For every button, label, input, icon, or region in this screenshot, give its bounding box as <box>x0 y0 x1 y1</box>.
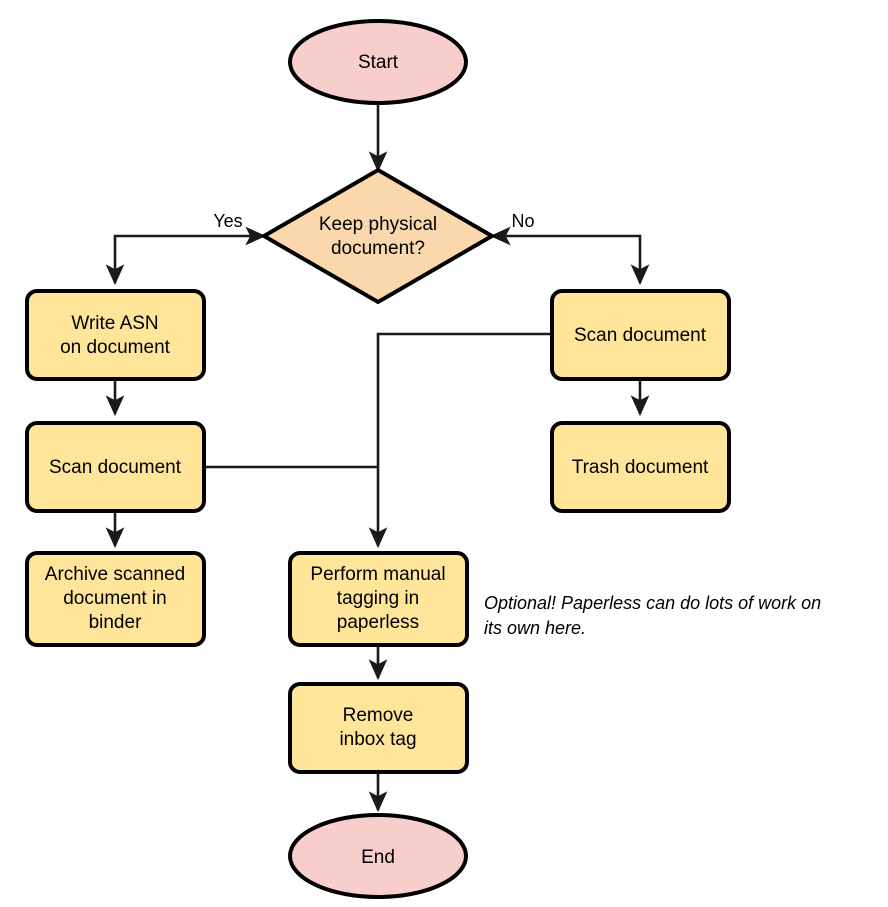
trash-rect-shape <box>550 421 731 513</box>
trash-label: Trash document <box>572 457 709 478</box>
write-asn-rect-shape <box>25 289 206 381</box>
node-remove-inbox-tag[interactable]: Remove inbox tag <box>288 682 469 774</box>
manual-tagging-label-line2: tagging in <box>337 588 419 609</box>
note-line1: Optional! Paperless can do lots of work … <box>484 593 821 613</box>
node-archive-scanned-document[interactable]: Archive scanned document in binder <box>25 551 206 647</box>
write-asn-label-line2: on document <box>60 337 171 358</box>
edge-decision-yes-to-write-asn <box>105 226 267 286</box>
manual-tagging-label-line1: Perform manual <box>310 564 445 585</box>
remove-inbox-rect-shape <box>288 682 469 774</box>
node-trash-document[interactable]: Trash document <box>550 421 731 513</box>
note-line2: its own here. <box>484 618 586 638</box>
edge-label-yes: Yes <box>213 211 242 231</box>
decision-diamond-shape <box>260 167 496 305</box>
node-decision-keep-physical-document[interactable]: Keep physical document? <box>260 167 496 305</box>
archive-label-line3: binder <box>89 612 142 633</box>
decision-label-line1: Keep physical <box>319 214 437 235</box>
node-end[interactable]: End <box>288 813 468 899</box>
remove-inbox-label-line2: inbox tag <box>339 729 416 750</box>
remove-inbox-label-line1: Remove <box>343 705 414 726</box>
archive-label-line2: document in <box>63 588 167 609</box>
start-label: Start <box>358 52 399 73</box>
edge-label-no: No <box>511 211 534 231</box>
scan-left-rect-shape <box>25 421 206 513</box>
node-write-asn[interactable]: Write ASN on document <box>25 289 206 381</box>
decision-label-line2: document? <box>331 238 425 259</box>
scan-right-rect-shape <box>550 289 731 381</box>
edge-scan-right-to-manual-tagging <box>368 332 552 549</box>
end-ellipse-shape <box>288 813 468 899</box>
start-ellipse-shape <box>288 19 468 105</box>
manual-tagging-rect-shape <box>288 551 469 647</box>
annotation-note: Optional! Paperless can do lots of work … <box>484 593 821 638</box>
node-start[interactable]: Start <box>288 19 468 105</box>
node-scan-document-right[interactable]: Scan document <box>550 289 731 381</box>
archive-rect-shape <box>25 551 206 647</box>
node-scan-document-left[interactable]: Scan document <box>25 421 206 513</box>
end-label: End <box>361 847 395 868</box>
manual-tagging-label-line3: paperless <box>337 612 419 633</box>
write-asn-label-line1: Write ASN <box>71 313 158 334</box>
node-perform-manual-tagging[interactable]: Perform manual tagging in paperless <box>288 551 469 647</box>
scan-left-label: Scan document <box>49 457 182 478</box>
scan-right-label: Scan document <box>574 325 707 346</box>
archive-label-line1: Archive scanned <box>45 564 185 585</box>
edge-decision-no-to-scan-right <box>489 226 650 286</box>
